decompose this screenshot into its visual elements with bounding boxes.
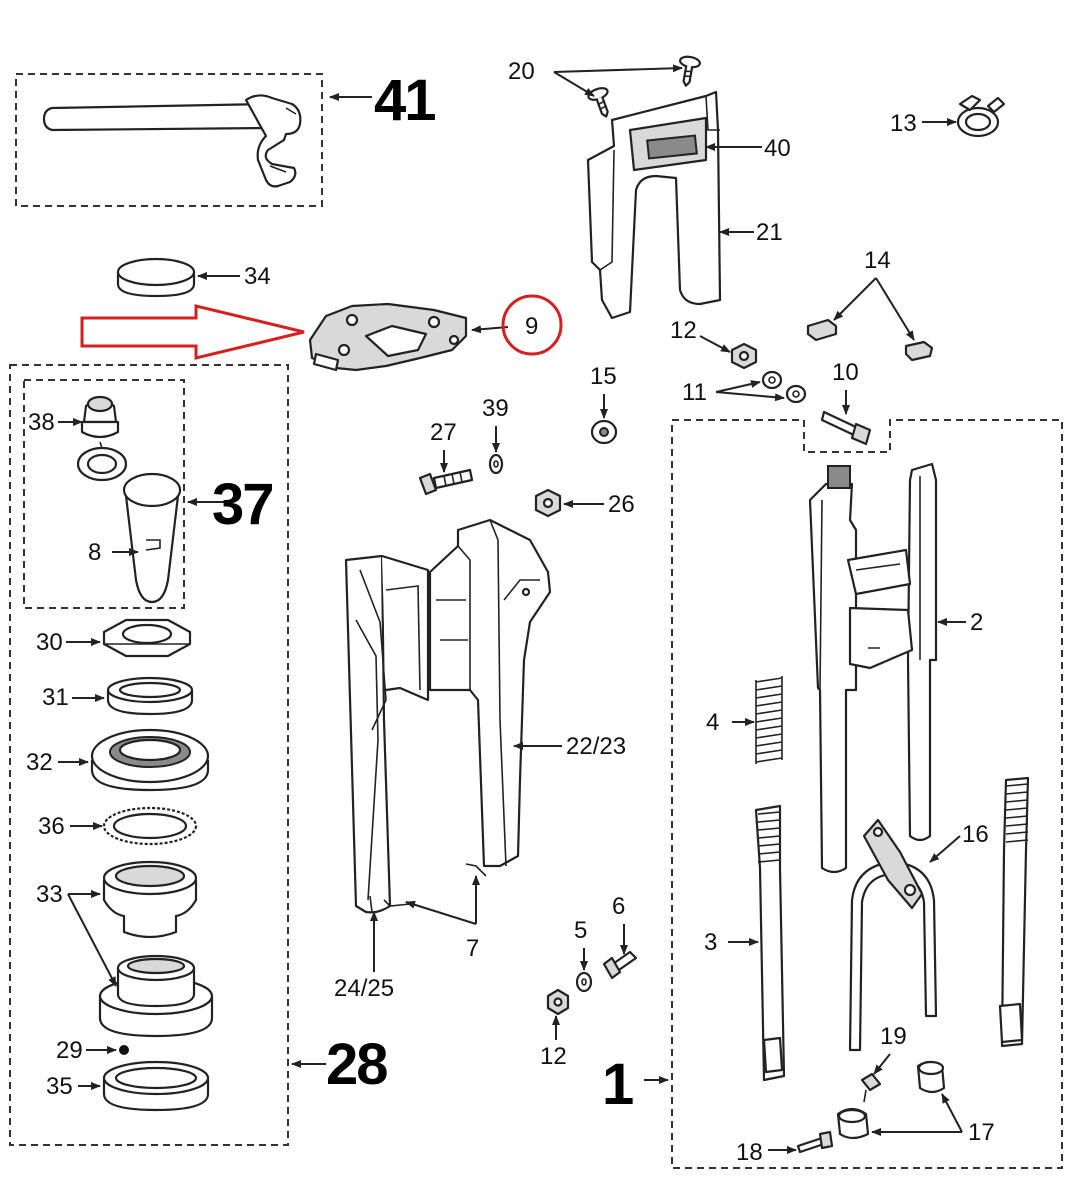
label-33: 33 <box>36 881 63 908</box>
highlight-arrow <box>80 304 305 360</box>
label-32: 32 <box>26 749 53 776</box>
label-14: 14 <box>864 247 891 274</box>
part-30-hex-nut <box>102 618 192 658</box>
label-4: 4 <box>706 709 719 736</box>
part-11-washers <box>761 370 807 404</box>
group-1-box <box>671 419 1063 1169</box>
part-9-bracket <box>308 302 468 372</box>
part-35-seal <box>102 1060 210 1112</box>
label-13: 13 <box>890 110 917 137</box>
part-21-shroud <box>586 90 722 320</box>
label-39: 39 <box>482 395 509 422</box>
part-22-23-right-leg <box>428 518 552 877</box>
label-21: 21 <box>756 219 783 246</box>
label-12-top: 12 <box>670 317 697 344</box>
highlight-circle <box>501 294 563 356</box>
label-34: 34 <box>244 263 271 290</box>
label-27: 27 <box>430 419 457 446</box>
part-3-lower-leg-right <box>998 776 1030 1048</box>
part-6-bolt <box>602 950 638 980</box>
part-20-screws <box>587 55 701 118</box>
part-41-axle <box>42 94 302 188</box>
label-38: 38 <box>28 409 55 436</box>
part-29-ball <box>119 1045 129 1055</box>
label-7: 7 <box>466 935 479 962</box>
part-3-lower-leg-left <box>754 804 786 1082</box>
group-41-box <box>15 73 323 207</box>
label-24-25: 24/25 <box>334 975 394 1002</box>
label-28: 28 <box>326 1032 387 1097</box>
label-30: 30 <box>36 629 63 656</box>
label-19: 19 <box>880 1023 907 1050</box>
label-16: 16 <box>962 821 989 848</box>
part-32-cup <box>90 728 210 792</box>
label-15: 15 <box>590 363 617 390</box>
part-31-ring <box>106 676 194 716</box>
part-18-bolt <box>796 1130 834 1154</box>
part-15-bushing <box>590 419 618 445</box>
label-5: 5 <box>574 917 587 944</box>
part-12-nut-top <box>730 342 758 370</box>
label-31: 31 <box>42 684 69 711</box>
part-26-nut <box>534 488 562 518</box>
label-8: 8 <box>88 539 101 566</box>
label-35: 35 <box>46 1073 73 1100</box>
label-12-bottom: 12 <box>540 1043 567 1070</box>
label-2: 2 <box>970 609 983 636</box>
label-36: 36 <box>38 813 65 840</box>
part-36-bearing <box>102 806 198 846</box>
part-33-race-top <box>102 860 198 939</box>
part-33-race-bottom <box>98 954 214 1038</box>
label-37: 37 <box>212 472 273 537</box>
part-8-tube <box>122 472 182 604</box>
part-17-clips <box>836 1060 946 1140</box>
part-16-brake-arch <box>848 818 938 1052</box>
label-6: 6 <box>612 893 625 920</box>
part-39-washer <box>488 453 504 475</box>
label-9: 9 <box>525 313 538 340</box>
label-18: 18 <box>736 1139 763 1166</box>
label-20: 20 <box>508 58 535 85</box>
part-2-fork-upper <box>808 462 938 874</box>
label-3: 3 <box>704 929 717 956</box>
part-13-clamp <box>956 94 1006 138</box>
part-38-valve-cap <box>76 395 128 482</box>
part-27-screw <box>418 468 474 496</box>
label-41: 41 <box>374 68 435 133</box>
label-11: 11 <box>682 379 707 406</box>
label-22-23: 22/23 <box>566 733 626 760</box>
part-24-25-left-leg <box>344 554 430 914</box>
part-12-nut-bottom <box>546 988 570 1016</box>
label-40: 40 <box>764 135 791 162</box>
group-37-box <box>23 379 185 609</box>
part-4-spring <box>755 676 783 764</box>
group-28-box <box>9 364 289 1146</box>
label-17: 17 <box>968 1119 995 1146</box>
label-26: 26 <box>608 491 635 518</box>
part-14-pads <box>806 318 934 362</box>
part-19-screw <box>860 1072 882 1103</box>
label-1: 1 <box>602 1052 633 1117</box>
label-10: 10 <box>832 359 859 386</box>
label-29: 29 <box>56 1037 83 1064</box>
part-34-cap <box>116 257 196 298</box>
part-5-washer <box>575 971 593 993</box>
part-10-bolt <box>820 410 872 446</box>
